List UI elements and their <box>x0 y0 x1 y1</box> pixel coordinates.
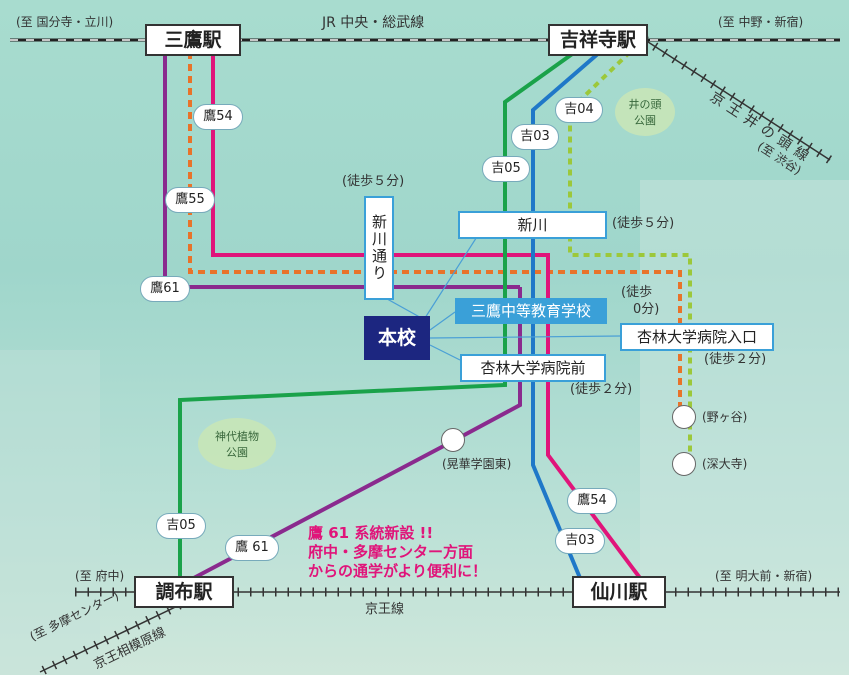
route-blue <box>531 50 602 579</box>
park-label: 公園 <box>226 446 248 459</box>
chofu-station[interactable]: 調布駅 <box>134 576 234 608</box>
stop-kyorin-mae[interactable]: 杏林大学病院前 <box>460 354 606 382</box>
walk-time-kyorin-mae: (徒歩２分) <box>570 382 633 397</box>
route-badge-kichi03-b: 吉03 <box>555 528 605 554</box>
stop-fukadaiji-marker[interactable] <box>672 452 696 476</box>
route-badge-taka54: 鷹54 <box>193 104 243 130</box>
walk-time-school-a: (徒歩 <box>621 285 653 300</box>
walk-time-school-b: 0分) <box>633 302 660 317</box>
jindai-park: 神代植物 公園 <box>198 418 276 470</box>
walk-time-shinkawa-dori: (徒歩５分) <box>342 174 405 189</box>
inokashira-park: 井の頭 公園 <box>615 88 675 136</box>
park-label: 井の頭 <box>628 98 662 111</box>
stop-nogaya-label: (野ヶ谷) <box>702 410 748 424</box>
park-label: 公園 <box>634 114 656 127</box>
route-badge-kichi03: 吉03 <box>511 124 559 150</box>
stop-koka-label: (晃華学園東) <box>442 457 512 471</box>
route-green <box>178 50 577 580</box>
route-lime <box>568 50 692 462</box>
stop-shinkawa-dori[interactable]: 新川通り <box>364 196 394 300</box>
route-badge-taka54-b: 鷹54 <box>567 488 617 514</box>
park-label: 神代植物 <box>215 430 259 443</box>
route-badge-taka61: 鷹61 <box>140 276 190 302</box>
building-bg-left <box>0 350 100 675</box>
route-badge-taka55: 鷹55 <box>165 187 215 213</box>
kichijoji-station[interactable]: 吉祥寺駅 <box>548 24 648 56</box>
notice-line: 鷹 61 系統新設 !! <box>308 524 434 542</box>
mitaka-station[interactable]: 三鷹駅 <box>145 24 241 56</box>
route-badge-kichi04: 吉04 <box>555 97 603 123</box>
sengawa-station[interactable]: 仙川駅 <box>572 576 666 608</box>
walk-time-kyorin-entrance: (徒歩２分) <box>704 352 767 367</box>
stop-nogaya-marker[interactable] <box>672 405 696 429</box>
route-badge-kichi05-b: 吉05 <box>156 513 206 539</box>
jr-line-label: JR 中央・総武線 <box>322 15 425 31</box>
keio-line-label: 京王線 <box>365 602 405 617</box>
stop-kyorin-entrance[interactable]: 杏林大学病院入口 <box>620 323 774 351</box>
keio-east-dest: (至 明大前・新宿) <box>715 569 813 583</box>
route-badge-taka61-b: 鷹 61 <box>225 535 279 561</box>
stop-shinkawa[interactable]: 新川 <box>458 211 607 239</box>
keio-west-dest: (至 府中) <box>75 569 125 583</box>
sagamihara-line <box>38 595 192 675</box>
stop-koka-marker[interactable] <box>441 428 465 452</box>
building-bg <box>640 180 849 675</box>
walk-connectors <box>379 231 621 361</box>
inokashira-line <box>642 36 833 164</box>
school-name-label: 三鷹中等教育学校 <box>455 298 607 324</box>
school-marker[interactable]: 本校 <box>364 316 430 360</box>
jr-west-dest: (至 国分寺・立川) <box>16 15 114 29</box>
notice-line: 府中・多摩センター方面 <box>308 543 474 561</box>
notice-line: からの通学がより便利に！ <box>308 562 487 580</box>
jr-east-dest: (至 中野・新宿) <box>718 15 804 29</box>
new-route-notice: 鷹 61 系統新設 !! 府中・多摩センター方面 からの通学がより便利に！ <box>308 524 487 581</box>
stop-fukadaiji-label: (深大寺) <box>702 457 748 471</box>
walk-time-shinkawa: (徒歩５分) <box>612 216 675 231</box>
route-purple-61 <box>189 287 522 582</box>
route-badge-kichi05: 吉05 <box>482 156 530 182</box>
